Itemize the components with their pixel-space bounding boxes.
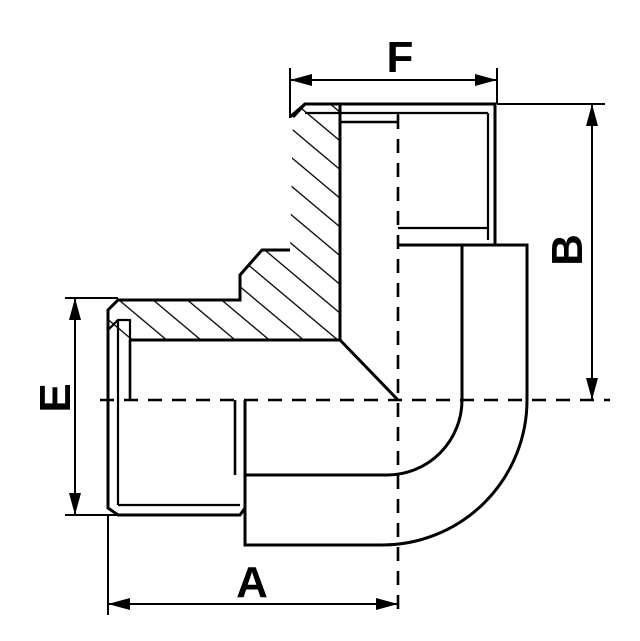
label-b: B [543, 234, 592, 266]
dim-f-arrow-left [290, 74, 312, 86]
dim-e-arrow-top [69, 298, 81, 320]
dim-e-arrow-bottom [69, 493, 81, 515]
dim-a-arrow-right [376, 598, 398, 610]
label-a: A [236, 558, 268, 607]
dim-a-arrow-left [108, 598, 130, 610]
label-e: E [31, 383, 80, 412]
dim-b-arrow-top [586, 104, 598, 126]
bore-diagonal [338, 338, 400, 402]
section-hatch [108, 104, 340, 340]
left-port-chamfer [107, 318, 132, 340]
dim-f-arrow-right [475, 74, 497, 86]
left-port-outline [106, 310, 247, 517]
elbow-outer [243, 243, 529, 547]
dim-b-arrow-bottom [586, 378, 598, 400]
label-f: F [387, 33, 414, 82]
elbow-inner [245, 245, 464, 477]
